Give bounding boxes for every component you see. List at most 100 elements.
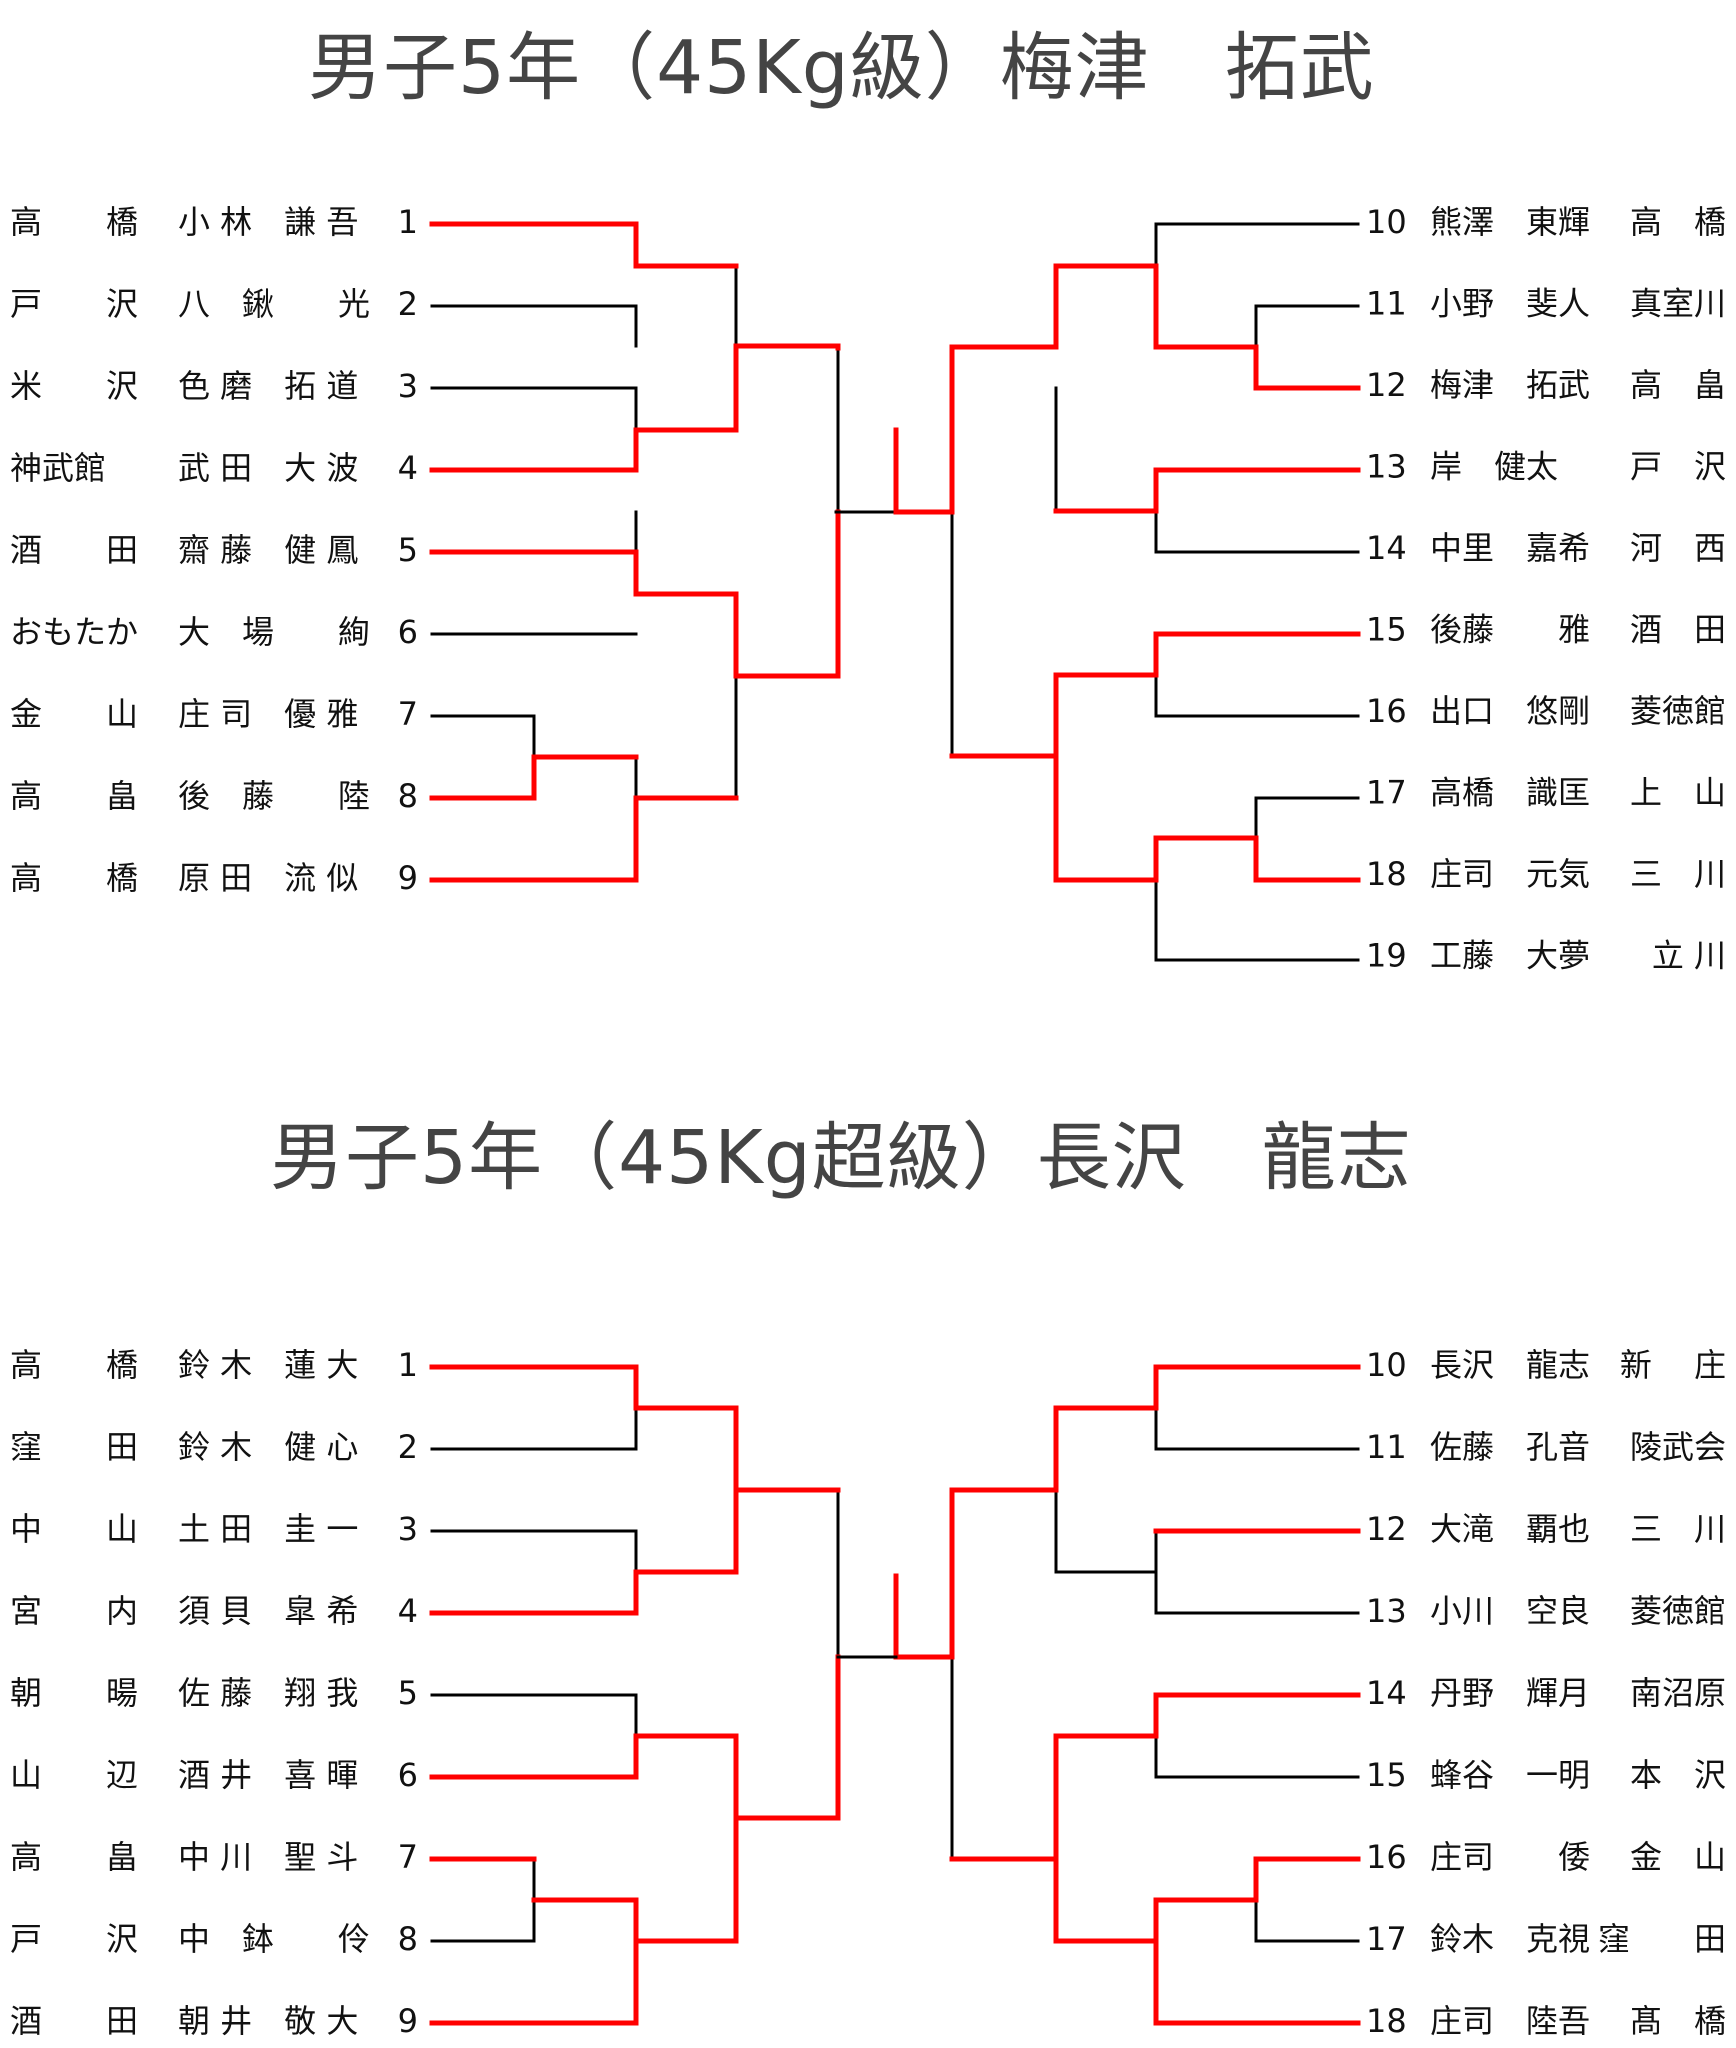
seed-number: 10 [1366, 1346, 1407, 1384]
player-team: 酒 田 [10, 531, 138, 569]
seed-number: 10 [1366, 203, 1407, 241]
player-name: 中 川 聖 斗 [178, 1838, 358, 1876]
player-team: 窪 田 [1598, 1920, 1726, 1958]
seed-number: 3 [398, 367, 418, 405]
player-team: 高 畠 [10, 777, 138, 815]
seed-number: 7 [398, 1838, 418, 1876]
seed-number: 12 [1366, 1510, 1407, 1548]
player-team: 朝 暘 [10, 1674, 138, 1712]
player-name: 出口 悠剛 [1430, 692, 1590, 730]
seed-number: 2 [398, 1428, 418, 1466]
player-name: 鈴 木 健 心 [178, 1428, 358, 1466]
player-name: 朝 井 敬 大 [178, 2002, 358, 2040]
seed-number: 3 [398, 1510, 418, 1548]
player-name: 齋 藤 健 鳳 [178, 531, 358, 569]
seed-number: 6 [398, 1756, 418, 1794]
seed-number: 17 [1366, 1920, 1407, 1958]
player-team: 新 庄 [1620, 1346, 1726, 1384]
seed-number: 18 [1366, 2002, 1407, 2040]
player-name: 蜂谷 一明 [1430, 1756, 1590, 1794]
player-name: 佐藤 孔音 [1430, 1428, 1590, 1466]
player-name: 庄司 倭 [1430, 1838, 1590, 1876]
player-team: 宮 内 [10, 1592, 138, 1630]
seed-number: 7 [398, 695, 418, 733]
player-team: 三 川 [1630, 855, 1726, 893]
player-name: 八 鍬 光 [178, 285, 370, 323]
seed-number: 1 [398, 203, 418, 241]
seed-number: 18 [1366, 855, 1407, 893]
player-name: 工藤 大夢 [1430, 937, 1590, 975]
player-team: おもたか [10, 613, 138, 651]
player-team: 髙 橋 [1630, 2002, 1726, 2040]
seed-number: 13 [1366, 448, 1407, 486]
seed-number: 13 [1366, 1592, 1407, 1630]
player-team: 南沼原 [1630, 1674, 1726, 1712]
player-team: 菱徳館 [1630, 1592, 1726, 1630]
seed-number: 8 [398, 1920, 418, 1958]
player-team: 菱徳館 [1630, 692, 1726, 730]
seed-number: 15 [1366, 611, 1407, 649]
player-team: 神武館 [10, 449, 106, 487]
player-team: 高 橋 [10, 1346, 138, 1384]
player-name: 庄司 陸吾 [1430, 2002, 1590, 2040]
player-name: 丹野 輝月 [1430, 1674, 1590, 1712]
player-team: 本 沢 [1630, 1756, 1726, 1794]
seed-number: 5 [398, 1674, 418, 1712]
seed-number: 17 [1366, 774, 1407, 812]
seed-number: 11 [1366, 285, 1407, 323]
player-team: 立 川 [1652, 937, 1726, 975]
bracket-title-45kg: 男子5年（45Kg級）梅津 拓武 [308, 25, 1375, 111]
player-team: 河 西 [1630, 529, 1726, 567]
seed-number: 14 [1366, 1674, 1407, 1712]
player-name: 長沢 龍志 [1430, 1346, 1590, 1384]
seed-number: 14 [1366, 529, 1407, 567]
player-team: 高 橋 [10, 859, 138, 897]
player-team: 高 畠 [10, 1838, 138, 1876]
seed-number: 11 [1366, 1428, 1407, 1466]
player-team: 高 橋 [1630, 203, 1726, 241]
player-name: 原 田 流 似 [178, 859, 358, 897]
seed-number: 9 [398, 859, 418, 897]
player-name: 酒 井 喜 暉 [178, 1756, 358, 1794]
seed-number: 6 [398, 613, 418, 651]
player-name: 中里 嘉希 [1430, 529, 1590, 567]
player-team: 三 川 [1630, 1510, 1726, 1548]
player-team: 金 山 [1630, 1838, 1726, 1876]
bracket-title-over-45kg: 男子5年（45Kg超級）長沢 龍志 [270, 1115, 1412, 1201]
player-name: 岸 健太 [1430, 448, 1558, 486]
player-team: 高 橋 [10, 203, 138, 241]
player-team: 陵武会 [1630, 1428, 1726, 1466]
player-name: 大滝 覇也 [1430, 1510, 1590, 1548]
player-name: 色 磨 拓 道 [178, 367, 358, 405]
player-name: 梅津 拓武 [1430, 366, 1590, 404]
player-name: 庄司 元気 [1430, 855, 1590, 893]
player-team: 戸 沢 [10, 1920, 138, 1958]
player-name: 土 田 圭 一 [178, 1510, 358, 1548]
player-team: 高 畠 [1630, 366, 1726, 404]
seed-number: 1 [398, 1346, 418, 1384]
player-team: 山 辺 [10, 1756, 138, 1794]
player-team: 戸 沢 [1630, 448, 1726, 486]
seed-number: 5 [398, 531, 418, 569]
seed-number: 9 [398, 2002, 418, 2040]
player-name: 庄 司 優 雅 [178, 695, 358, 733]
player-name: 大 場 絢 [178, 613, 370, 651]
player-team: 金 山 [10, 695, 138, 733]
player-name: 鈴木 克視 [1430, 1920, 1590, 1958]
player-team: 酒 田 [1630, 611, 1726, 649]
player-team: 戸 沢 [10, 285, 138, 323]
seed-number: 16 [1366, 1838, 1407, 1876]
player-team: 米 沢 [10, 367, 138, 405]
player-name: 佐 藤 翔 我 [178, 1674, 358, 1712]
player-name: 鈴 木 蓮 大 [178, 1346, 358, 1384]
player-name: 小 林 謙 吾 [178, 203, 358, 241]
player-team: 中 山 [10, 1510, 138, 1548]
player-name: 高橋 識匡 [1430, 774, 1590, 812]
seed-number: 8 [398, 777, 418, 815]
seed-number: 12 [1366, 366, 1407, 404]
player-name: 須 貝 皐 希 [178, 1592, 358, 1630]
player-name: 武 田 大 波 [178, 449, 358, 487]
player-name: 後藤 雅 [1430, 611, 1590, 649]
player-name: 小川 空良 [1430, 1592, 1590, 1630]
